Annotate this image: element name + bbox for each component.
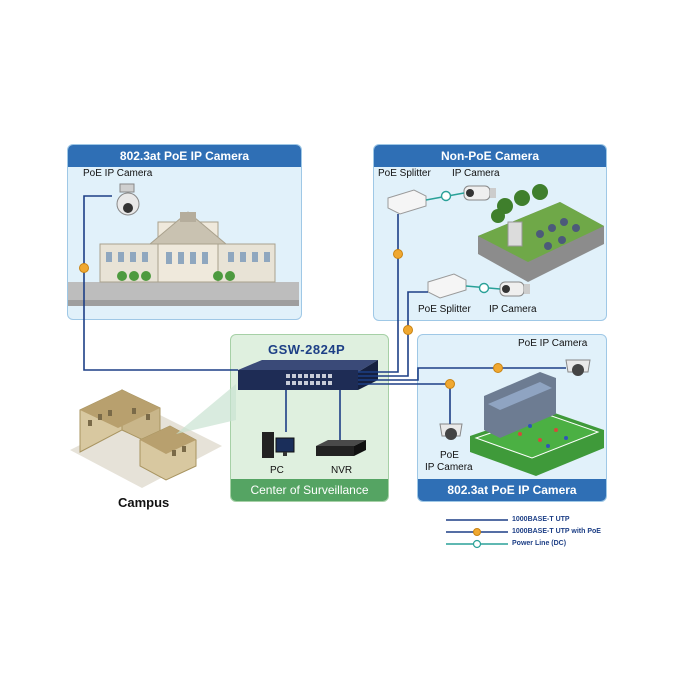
label-pc: PC: [270, 465, 284, 476]
line-switch-to-ptz: [83, 195, 238, 371]
dc-markers: [440, 190, 490, 294]
line-switch-to-dome2: [358, 383, 451, 424]
poe-markers: [79, 249, 503, 389]
line-switch-to-dome1: [358, 367, 566, 381]
legend-utp: 1000BASE-T UTP: [512, 516, 570, 523]
parking-icon: [478, 184, 604, 282]
poe-splitter-icon: [387, 189, 467, 299]
switch-model-label: GSW-2824P: [268, 342, 346, 357]
building-icon: [68, 211, 299, 306]
panel-bottom-right-title: 802.3at PoE IP Camera: [418, 479, 606, 501]
dome-camera-icon: [439, 359, 591, 440]
view-beam: [176, 384, 236, 434]
label-poe-ip-camera-top-left: PoE IP Camera: [83, 168, 153, 179]
label-poe-ip-camera-bottom-1: PoE: [440, 450, 459, 461]
label-poe-ip-camera-bottom-2: IP Camera: [425, 462, 473, 473]
ptz-camera-icon: [116, 183, 140, 216]
legend-graphics: [446, 519, 508, 549]
pc-icon: [262, 432, 295, 458]
label-nvr: NVR: [331, 465, 353, 476]
legend-utp-poe: 1000BASE-T UTP with PoE: [512, 528, 601, 535]
campus-building-icon: [70, 389, 222, 488]
label-poe-ip-camera-right: PoE IP Camera: [518, 338, 588, 349]
label-campus: Campus: [118, 495, 170, 510]
switch-icon: [238, 360, 378, 390]
bullet-camera-icon: [463, 185, 530, 297]
label-ip-camera-1: IP Camera: [452, 168, 500, 179]
nvr-icon: [316, 440, 366, 456]
stadium-icon: [470, 372, 604, 476]
label-poe-splitter-2: PoE Splitter: [418, 304, 471, 315]
panel-top-left-title: 802.3at PoE IP Camera: [68, 145, 301, 167]
label-poe-splitter-1: PoE Splitter: [378, 168, 431, 179]
panel-top-right-title: Non-PoE Camera: [374, 145, 606, 167]
label-ip-camera-2: IP Camera: [489, 304, 537, 315]
legend-dc: Power Line (DC): [512, 540, 567, 547]
panel-center-footer: Center of Surveillance: [231, 479, 388, 501]
line-switch-to-splitter1: [358, 214, 399, 373]
